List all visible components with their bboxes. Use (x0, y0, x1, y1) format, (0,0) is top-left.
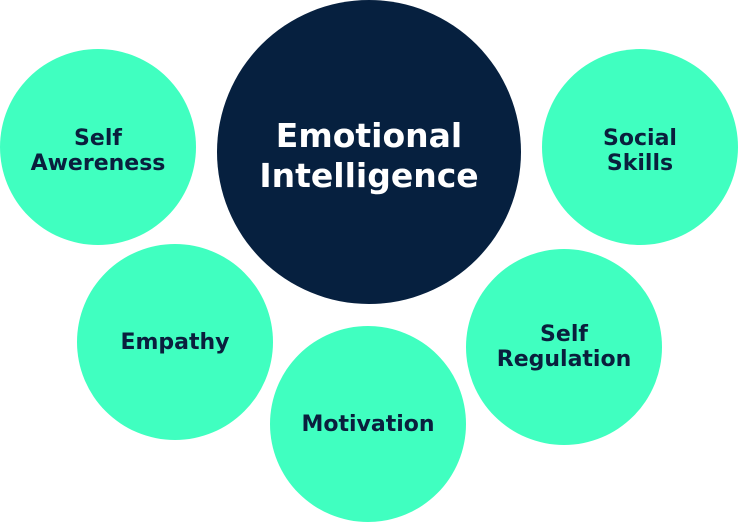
emotional-intelligence-center-bubble: Emotional Intelligence (217, 0, 521, 304)
empathy-label: Empathy (120, 329, 230, 355)
center-label-line1: Emotional (275, 116, 463, 155)
motivation-label: Motivation (301, 411, 435, 437)
self-awareness-bubble: Self Awereness (0, 49, 196, 245)
self-regulation-label-line2: Regulation (496, 347, 632, 372)
social-skills-label-line2: Skills (606, 151, 674, 176)
social-skills-label-line1: Social (603, 126, 677, 151)
motivation-bubble: Motivation (270, 326, 466, 522)
empathy-bubble: Empathy (77, 244, 273, 440)
self-awareness-label-line1: Self (74, 126, 122, 151)
self-awareness-label-line2: Awereness (30, 151, 166, 176)
social-skills-bubble: Social Skills (542, 49, 738, 245)
self-regulation-bubble: Self Regulation (466, 249, 662, 445)
center-label-line2: Intelligence (259, 156, 479, 195)
self-regulation-label-line1: Self (540, 322, 588, 347)
